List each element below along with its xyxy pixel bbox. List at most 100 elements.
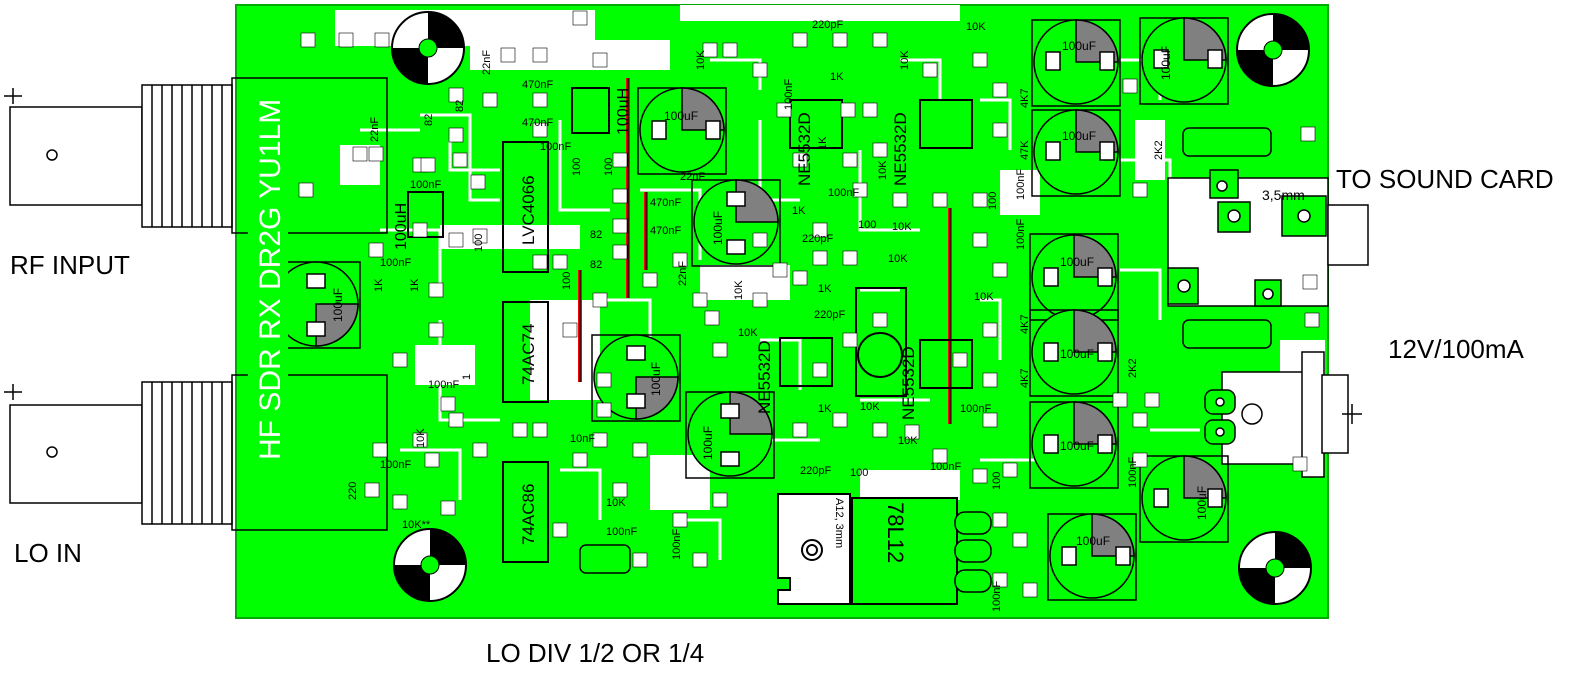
power-connector	[1204, 351, 1362, 478]
smd-pad	[842, 250, 858, 266]
part-label: 10K	[899, 50, 911, 70]
cap-value-label: 100uF	[1159, 46, 1173, 80]
part-label: 100nF	[380, 459, 411, 471]
smd-pad	[532, 92, 548, 108]
capacitor-electrolytic	[1029, 309, 1119, 397]
smd-pad	[972, 468, 988, 484]
rf-input-label: RF INPUT	[10, 250, 130, 280]
part-label: 4K7	[1019, 368, 1031, 388]
smd-pad	[448, 412, 464, 428]
smd-pad	[452, 152, 468, 168]
smd-pad	[982, 322, 998, 338]
part-label: 82	[454, 100, 466, 112]
smd-pad	[932, 192, 948, 208]
part-label: 1K	[818, 403, 832, 415]
part-label: 82	[423, 114, 435, 126]
part-label: 100	[850, 467, 868, 479]
ic-label-74ac74: 74AC74	[519, 324, 538, 385]
part-label: 100nF	[783, 79, 795, 110]
bnc-connector-lo	[4, 374, 388, 531]
smd-pad	[612, 218, 628, 234]
ic-lvc4066	[502, 141, 549, 273]
power-label: 12V/100mA	[1388, 334, 1524, 364]
part-label: 100nF	[606, 526, 637, 538]
smd-pad	[1300, 126, 1316, 142]
smd-pad	[592, 52, 608, 68]
smd-pad	[1112, 392, 1128, 408]
smd-pad	[472, 228, 488, 244]
smd-pad	[472, 442, 488, 458]
ic-ne5532-c	[779, 337, 833, 387]
smd-pad	[1002, 462, 1018, 478]
ic-label-74ac86: 74AC86	[519, 484, 538, 545]
smd-pad	[772, 262, 788, 278]
smd-pad	[872, 32, 888, 48]
smd-pad	[712, 342, 728, 358]
smd-pad	[842, 332, 858, 348]
smd-pad	[1144, 392, 1160, 408]
part-label: 10K	[966, 21, 986, 33]
smd-pad	[592, 432, 608, 448]
part-label: 10K	[606, 497, 626, 509]
capacitor-electrolytic	[1047, 513, 1137, 601]
audio-jack-connector	[1167, 169, 1369, 307]
jack-label: 3,5mm	[1262, 187, 1305, 203]
part-label: 10nF	[570, 433, 595, 445]
ic-ne5532-a	[789, 99, 843, 149]
smd-pad	[722, 42, 738, 58]
mounting-hole	[393, 528, 467, 602]
ics	[407, 87, 973, 563]
regulator-note: A12, 3mm	[833, 498, 845, 548]
capacitor-electrolytic	[591, 334, 681, 422]
smd-pad	[842, 152, 858, 168]
smd-pad	[642, 272, 658, 288]
smd-pad	[872, 142, 888, 158]
part-label: 1K	[409, 278, 421, 292]
smd-pad	[982, 412, 998, 428]
mounting-hole	[1236, 13, 1310, 87]
inductor-label: 100uH	[615, 88, 632, 135]
part-label: 22nF	[369, 117, 381, 142]
part-label: 10K	[877, 160, 889, 180]
smd-pad	[596, 372, 612, 388]
part-label: 100nF	[428, 379, 459, 391]
ic-74ac86	[502, 461, 549, 563]
smd-pad	[1122, 78, 1138, 94]
part-label: 1K	[792, 205, 806, 217]
part-label: 1	[461, 374, 473, 380]
cap-value-label: 100uF	[1060, 255, 1094, 269]
smd-pad	[972, 232, 988, 248]
smd-pad	[872, 422, 888, 438]
smd-pad	[792, 32, 808, 48]
smd-pad	[852, 182, 868, 198]
smd-pad	[1132, 412, 1148, 428]
smd-pad	[862, 102, 878, 118]
smd-pad	[440, 396, 456, 412]
smd-pad	[470, 174, 486, 190]
smd-pad	[992, 122, 1008, 138]
capacitor-electrolytic	[1139, 17, 1229, 105]
smd-pad	[904, 424, 920, 440]
part-label: 10K	[415, 428, 427, 448]
smd-pad	[972, 52, 988, 68]
smd-pad	[992, 262, 1008, 278]
smd-pad	[704, 310, 720, 326]
smd-pad	[992, 512, 1008, 528]
part-label: 10K	[974, 291, 994, 303]
smd-pad	[392, 494, 408, 510]
ic-label-ne5532-d: NE5532D	[899, 346, 918, 420]
smd-pad	[792, 422, 808, 438]
inductor-100uh	[571, 87, 610, 134]
part-label: 100	[473, 234, 485, 252]
smd-pad	[532, 422, 548, 438]
smd-pad	[632, 442, 648, 458]
smd-pad	[298, 182, 314, 198]
smd-pad	[932, 448, 948, 464]
smd-pad	[752, 62, 768, 78]
smd-pad	[752, 292, 768, 308]
sound-card-label: TO SOUND CARD	[1336, 164, 1554, 194]
part-label: 100nF	[828, 187, 859, 199]
smd-pad	[1304, 312, 1320, 328]
cap-value-label: 100uF	[1060, 439, 1094, 453]
